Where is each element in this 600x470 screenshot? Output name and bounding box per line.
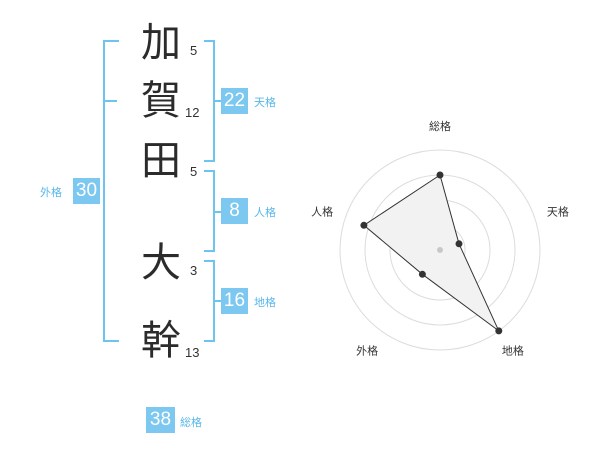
gaikaku-label: 外格 xyxy=(40,186,62,199)
radar-axis-label: 地格 xyxy=(502,343,524,357)
radar-area xyxy=(363,174,500,332)
soukaku-label: 総格 xyxy=(180,416,202,429)
name-char-1: 加 xyxy=(141,20,181,66)
tenkaku-bracket-stem xyxy=(213,100,221,102)
radar-axis-label: 外格 xyxy=(356,343,378,357)
stroke-count-1: 5 xyxy=(190,43,198,58)
radar-axis-label: 人格 xyxy=(311,205,333,219)
stroke-count-2: 12 xyxy=(185,105,200,120)
name-char-3: 田 xyxy=(141,138,181,184)
jinkaku-bracket-stem xyxy=(213,211,221,213)
radar-ring xyxy=(339,149,541,351)
radar-center-dot xyxy=(437,247,443,253)
jinkaku-label: 人格 xyxy=(254,206,276,219)
name-char-5: 幹 xyxy=(141,318,181,364)
gaikaku-bracket xyxy=(103,40,119,342)
radar-point xyxy=(495,327,503,335)
chikaku-label: 地格 xyxy=(254,296,276,309)
tenkaku-value-badge: 22 xyxy=(221,88,248,114)
radar-axis-label: 総格 xyxy=(429,119,451,133)
radar-axis-label: 天格 xyxy=(547,205,569,219)
radar-point xyxy=(455,240,463,248)
name-char-4: 大 xyxy=(141,240,181,286)
name-char-2: 賀 xyxy=(141,78,181,124)
jinkaku-value-badge: 8 xyxy=(221,198,248,224)
gaikaku-bracket-tick xyxy=(103,100,117,102)
stroke-count-4: 3 xyxy=(190,263,198,278)
soukaku-value-badge: 38 xyxy=(146,407,175,433)
chikaku-bracket-stem xyxy=(213,300,221,302)
tenkaku-label: 天格 xyxy=(254,96,276,109)
radar-point xyxy=(418,270,426,278)
radar-point xyxy=(360,221,368,229)
stroke-count-3: 5 xyxy=(190,164,198,179)
gaikaku-value-badge: 30 xyxy=(73,178,100,204)
chikaku-value-badge: 16 xyxy=(221,288,248,314)
stroke-count-5: 13 xyxy=(185,345,200,360)
radar-point xyxy=(436,171,444,179)
